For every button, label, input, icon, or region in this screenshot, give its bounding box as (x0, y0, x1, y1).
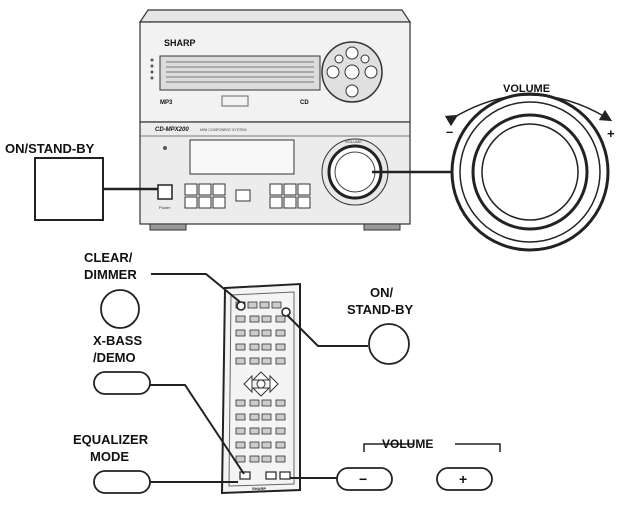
xbass-label-line2: /DEMO (93, 350, 136, 365)
remote-volume-label: VOLUME (382, 437, 433, 451)
main-unit: SHARP MP3 CD C (138, 9, 412, 231)
clear-label-line1: CLEAR/ (84, 250, 133, 265)
volume-plus-label: + (607, 126, 615, 141)
xbass-leader (150, 384, 245, 475)
remote-volume-minus-symbol: − (359, 471, 367, 487)
xbass-demo-button (93, 371, 151, 395)
center-logo (221, 95, 249, 107)
mp3-logo: MP3 (160, 100, 173, 106)
cd-logo: CD (300, 100, 309, 106)
volume-label: VOLUME (503, 83, 550, 95)
unit-on-standby-zoom-button (34, 157, 104, 221)
unit-volume-knob[interactable] (321, 138, 389, 206)
remote-brand: SHARP (252, 486, 266, 491)
remote-volume-plus-symbol: + (459, 471, 467, 487)
clear-dimmer-button (100, 289, 140, 329)
unit-volume-label: VOLUME (345, 139, 362, 144)
unit-subtitle: MINI COMPONENT SYSTEM (200, 128, 246, 132)
unit-power-button[interactable] (157, 184, 173, 200)
unit-display (189, 139, 295, 175)
equalizer-mode-button (93, 470, 151, 494)
remote-volume-bracket (363, 443, 501, 452)
equalizer-label-line2: MODE (90, 449, 129, 464)
remote-on-standby-leader (286, 314, 368, 347)
clear-leader (151, 273, 241, 303)
unit-on-standby-label: ON/STAND-BY (5, 141, 95, 156)
volume-minus-label: – (446, 124, 453, 139)
unit-function-buttons[interactable] (184, 183, 311, 209)
remote-on-standby-button (368, 323, 410, 365)
unit-model: CD-MPX200 (155, 127, 189, 133)
remote-on-standby-line1: ON/ (370, 285, 394, 300)
equalizer-label-line1: EQUALIZER (73, 432, 149, 447)
unit-brand: SHARP (164, 38, 196, 48)
remote-control (220, 282, 301, 495)
volume-arc-arrow (444, 94, 613, 127)
cd-door (159, 55, 321, 91)
remote-volume-plus-button (436, 467, 493, 491)
remote-on-standby-line2: STAND-BY (347, 302, 414, 317)
unit-navigation-pad[interactable] (321, 41, 383, 103)
clear-label-line2: DIMMER (84, 267, 137, 282)
unit-power-label: Power (159, 205, 171, 210)
volume-knob-zoom (372, 92, 610, 252)
indicator-dots (150, 58, 154, 80)
xbass-label-line1: X-BASS (93, 333, 142, 348)
